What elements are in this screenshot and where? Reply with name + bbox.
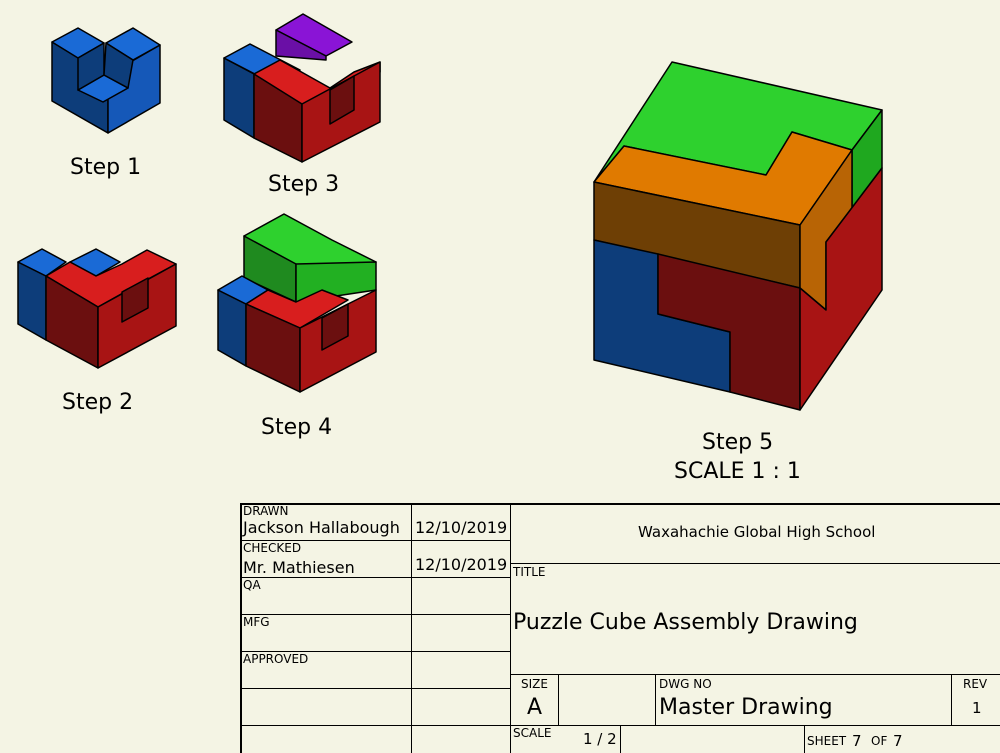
step4-red-notch — [321, 303, 349, 351]
title-block: DRAWN Jackson Hallabough 12/10/2019 CHEC… — [240, 503, 1000, 753]
checked-date: 12/10/2019 — [415, 555, 508, 574]
checked-label: CHECKED — [243, 541, 302, 555]
qa-label: QA — [243, 578, 261, 592]
size-value: A — [527, 695, 543, 720]
tb-divider-v2 — [510, 503, 511, 753]
title-label: TITLE — [513, 565, 546, 579]
rev-value: 1 — [972, 699, 982, 717]
size-label: SIZE — [521, 677, 548, 691]
tb-row-line — [510, 725, 1000, 726]
mfg-label: MFG — [243, 615, 270, 629]
tb-row-line — [240, 577, 510, 578]
tb-divider-v1 — [411, 503, 412, 753]
drawn-date: 12/10/2019 — [415, 518, 508, 537]
tb-border-top — [240, 503, 1000, 505]
drawn-label: DRAWN — [243, 504, 289, 518]
step-5-view — [593, 61, 883, 411]
tb-col-line — [804, 725, 805, 753]
step3-purple-side — [275, 29, 327, 61]
tb-col-line — [655, 674, 656, 725]
sheet-label: SHEET — [807, 734, 847, 748]
tb-row-line — [240, 725, 510, 726]
scale-value: 1 / 2 — [583, 730, 617, 748]
step-1-view — [51, 27, 161, 134]
step-3-label: Step 3 — [268, 172, 340, 197]
step-5-label: Step 5 — [702, 430, 774, 455]
step-2-view — [17, 248, 177, 369]
tb-col-line — [951, 674, 952, 725]
step3-red-notch — [329, 75, 355, 125]
sheet-of-label: OF — [871, 734, 888, 748]
rev-label: REV — [963, 677, 988, 691]
sheet-total: 7 — [893, 732, 903, 750]
tb-row-line — [510, 563, 1000, 564]
tb-row-line — [510, 674, 1000, 675]
tb-row-line — [240, 540, 510, 541]
tb-row-line — [240, 651, 510, 652]
dwg-no-value: Master Drawing — [659, 695, 833, 720]
step-2-label: Step 2 — [62, 390, 134, 415]
step5-red-right — [799, 167, 883, 411]
step2-red-notch — [121, 277, 149, 323]
tb-row-line — [240, 688, 510, 689]
drawn-name: Jackson Hallabough — [243, 518, 400, 537]
sheet-number: 7 — [852, 732, 862, 750]
step-1-label: Step 1 — [70, 155, 142, 180]
step2-blue-top — [17, 248, 67, 277]
checked-name: Mr. Mathiesen — [243, 558, 355, 577]
step1-notch-wall2 — [103, 42, 134, 89]
tb-col-line — [620, 725, 621, 753]
step-4-label: Step 4 — [261, 415, 333, 440]
drawing-title: Puzzle Cube Assembly Drawing — [513, 610, 858, 635]
tb-row-line — [240, 614, 510, 615]
tb-col-line — [558, 674, 559, 725]
organization: Waxahachie Global High School — [638, 523, 876, 541]
step-3-view — [223, 13, 381, 163]
tb-border-left — [240, 503, 242, 753]
step-5-scale: SCALE 1 : 1 — [674, 459, 801, 484]
dwg-no-label: DWG NO — [659, 677, 712, 691]
approved-label: APPROVED — [243, 652, 309, 666]
step-4-view — [217, 213, 377, 393]
scale-label: SCALE — [513, 726, 552, 740]
step2-red-right — [97, 263, 177, 369]
